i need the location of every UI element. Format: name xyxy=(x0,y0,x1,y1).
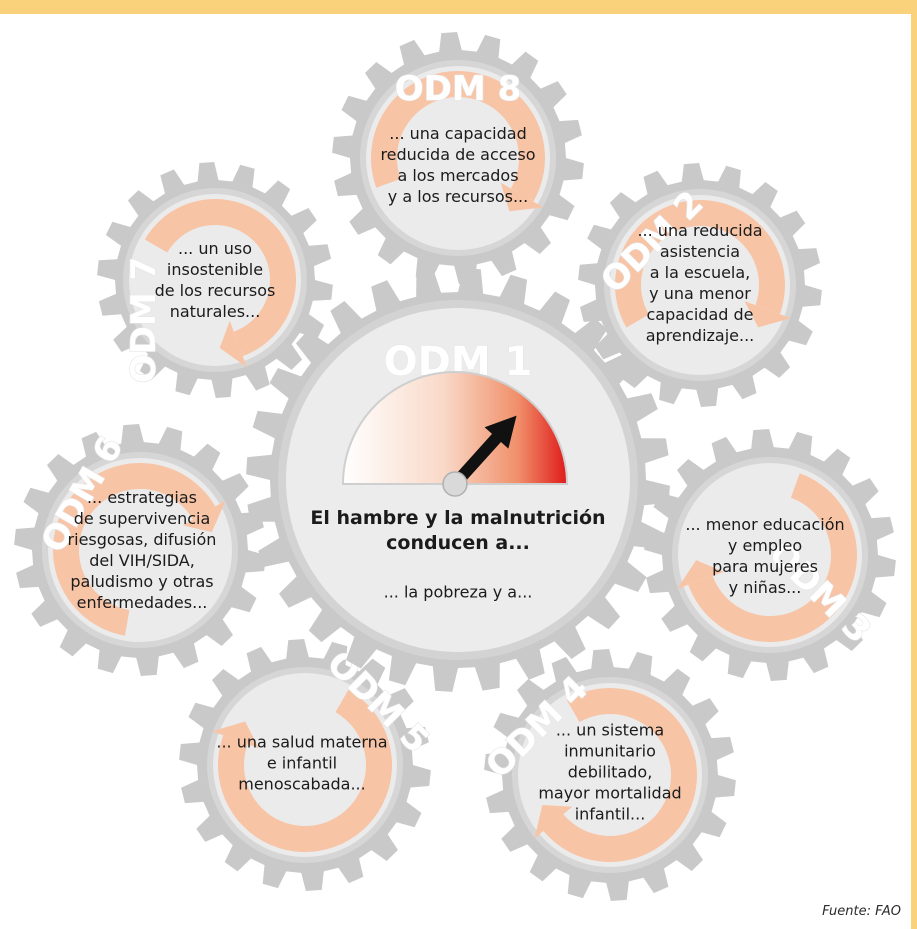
gear-odm8-text: ... una capacidad reducida de acceso a l… xyxy=(380,124,536,206)
gear-odm8-cycle-arrow xyxy=(371,71,546,212)
gear-odm3-text: ... menor educación y empleo para mujere… xyxy=(685,515,845,597)
gear-odm7-text: ... un uso insostenible de los recursos … xyxy=(154,239,276,321)
center-gear: ODM 1 xyxy=(246,268,670,692)
right-band xyxy=(911,0,917,929)
gear-odm4-text: ... un sistema inmunitario debilitado, m… xyxy=(538,720,682,824)
gear-odm8: ODM 8 xyxy=(332,32,584,284)
gauge-dial xyxy=(341,371,569,485)
source-credit: Fuente: FAO xyxy=(822,904,901,919)
gear-odm2-text: ... una reducida asistencia a la escuela… xyxy=(637,221,763,345)
gear-odm8-label: ODM 8 xyxy=(395,69,521,109)
gauge-needle-arrow xyxy=(450,415,517,489)
gear-odm6-text: ... estrategias de supervivencia riesgos… xyxy=(67,488,217,612)
hunger-gauge xyxy=(341,371,569,497)
top-band xyxy=(0,0,917,14)
gear-odm7: ODM 7 xyxy=(97,162,333,398)
gear-odm5-cycle-arrow xyxy=(212,689,392,852)
gear-odm7-cycle-arrow xyxy=(144,199,296,368)
center-gear-title: El hambre y la malnutrición conducen a..… xyxy=(310,507,606,554)
gauge-pivot xyxy=(442,471,468,497)
gear-odm3-cycle-arrow xyxy=(677,473,857,642)
gear-odm6-cycle-arrow xyxy=(53,463,226,636)
gear-odm5-text: ... una salud materna e infantil menosca… xyxy=(216,732,388,794)
gear-odm7-label: ODM 7 xyxy=(124,257,164,383)
center-gear-label: ODM 1 xyxy=(384,339,533,385)
gear-odm2-cycle-arrow xyxy=(615,200,791,328)
gear-odm2: ODM 2 xyxy=(578,163,822,407)
gear-odm5: ODM 5 xyxy=(179,639,437,891)
center-gear-subtitle: ... la pobreza y a... xyxy=(383,582,533,602)
gear-odm4-cycle-arrow xyxy=(534,688,697,862)
gear-odm3: ODM 3 xyxy=(644,429,896,681)
